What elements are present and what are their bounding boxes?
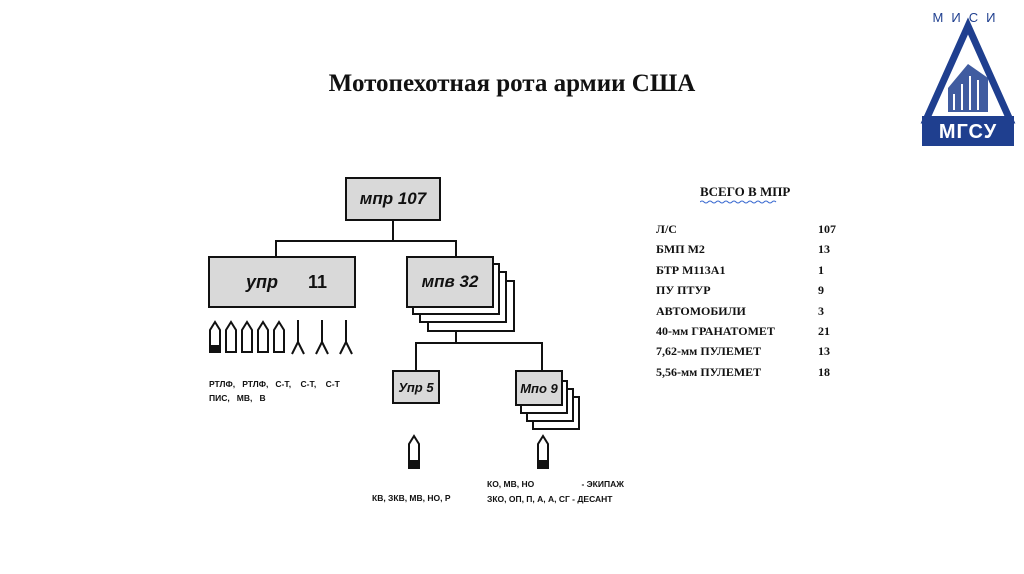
summary-row: БТР М113А1 1 <box>656 263 856 283</box>
connector-to-hq <box>275 240 277 257</box>
rifle-symbol-icon <box>241 320 253 353</box>
summary-title-text: ВСЕГО В МПР <box>700 184 791 199</box>
rifle-symbol-icon <box>273 320 285 353</box>
summary-row-label: 5,56-мм ПУЛЕМЕТ <box>656 364 762 379</box>
squad-personnel-line1: КО, МВ, НО - ЭКИПАЖ <box>487 479 624 489</box>
connector-level2-horizontal <box>415 342 542 344</box>
hq-personnel-line2: ПИС, МВ, В <box>209 393 266 403</box>
summary-row-value: 9 <box>818 283 824 298</box>
summary-row: 5,56-мм ПУЛЕМЕТ 18 <box>656 365 856 385</box>
summary-row-value: 18 <box>818 364 830 379</box>
company-box: мпр 107 <box>345 177 441 221</box>
summary-row: 40-мм ГРАНАТОМЕТ 21 <box>656 324 856 344</box>
summary-row-label: ПУ ПТУР <box>656 283 711 298</box>
hq-platoon-box: Упр 5 <box>392 370 440 404</box>
summary-row: Л/С 107 <box>656 222 856 242</box>
summary-row-label: 40-мм ГРАНАТОМЕТ <box>656 324 775 338</box>
hq-platoon-label: Упр 5 <box>398 379 434 395</box>
platoon-box: мпв 32 <box>406 256 494 308</box>
squad-label: Мпо 9 <box>520 380 558 396</box>
spellcheck-underline <box>700 200 777 204</box>
summary-row-label: АВТОМОБИЛИ <box>656 303 746 318</box>
summary-row-label: Л/С <box>656 222 677 236</box>
logo-name: МГСУ <box>938 121 998 143</box>
connector-root-down <box>392 220 394 241</box>
hq-box: упр 11 <box>208 256 356 308</box>
summary-row-value: 21 <box>818 324 830 338</box>
summary-row-label: БТР М113А1 <box>656 262 726 277</box>
summary-title: ВСЕГО В МПР <box>700 184 791 204</box>
connector-to-platoon <box>455 240 457 257</box>
antenna-symbol-icon <box>315 320 329 355</box>
hq-personnel-line1: РТЛФ, РТЛФ, С-Т, С-Т, С-Т <box>209 379 340 389</box>
summary-row-value: 107 <box>818 222 836 236</box>
summary-row-label: 7,62-мм ПУЛЕМЕТ <box>656 344 762 359</box>
rifle-symbol-icon <box>225 320 237 353</box>
hq-count: 11 <box>308 271 328 292</box>
antenna-symbol-icon <box>339 320 353 355</box>
logo-triangle-icon <box>920 17 1016 146</box>
platoon-label: мпв 32 <box>421 272 479 291</box>
squad-rifle-icon <box>537 434 549 469</box>
summary-row-value: 13 <box>818 242 830 257</box>
squad-box: Мпо 9 <box>515 370 563 406</box>
mgsu-logo: МИСИ МГСУ <box>918 4 1024 150</box>
summary-row-value: 3 <box>818 303 824 318</box>
hq-symbols <box>209 320 353 355</box>
rifle-symbol-icon <box>209 320 221 353</box>
summary-row-value: 13 <box>818 344 830 359</box>
company-label: мпр 107 <box>359 189 427 208</box>
connector-to-squad <box>541 342 543 372</box>
squad-personnel-line2: ЗКО, ОП, П, А, А, СГ - ДЕСАНТ <box>487 494 613 504</box>
hq-platoon-rifle-icon <box>408 434 420 469</box>
rifle-symbol-icon <box>257 320 269 353</box>
summary-row-value: 1 <box>818 262 824 277</box>
summary-row: 7,62-мм ПУЛЕМЕТ 13 <box>656 344 856 364</box>
hq-platoon-personnel: КВ, ЗКВ, МВ, НО, Р <box>372 493 451 503</box>
slide-title: Мотопехотная рота армии США <box>328 70 696 97</box>
summary-row: ПУ ПТУР 9 <box>656 283 856 303</box>
connector-level1-horizontal <box>275 240 456 242</box>
connector-to-hq-platoon <box>415 342 417 372</box>
logo-abbr: МИСИ <box>932 10 1004 25</box>
summary-row: АВТОМОБИЛИ 3 <box>656 304 856 324</box>
antenna-symbol-icon <box>291 320 305 355</box>
summary-row-label: БМП М2 <box>656 242 705 257</box>
hq-label: упр <box>246 271 279 292</box>
summary-row: БМП М2 13 <box>656 242 856 262</box>
